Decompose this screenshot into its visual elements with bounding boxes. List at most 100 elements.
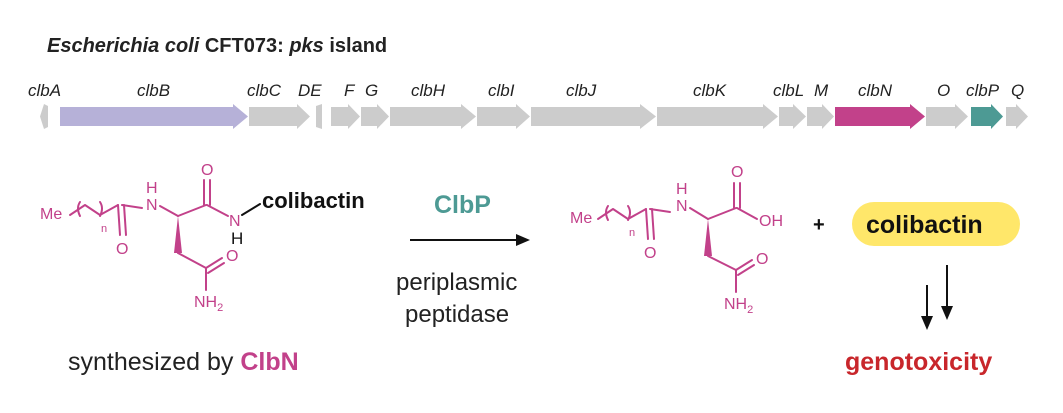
substrate-bond-cb bbox=[177, 252, 207, 269]
colibactin-highlight bbox=[852, 202, 1020, 246]
product-nh2: NH2 bbox=[724, 296, 753, 316]
gene-label-clbJ: clbJ bbox=[566, 81, 597, 100]
product-me: Me bbox=[570, 210, 592, 227]
genotox-arrow-right-head bbox=[941, 306, 953, 320]
gene-arrow-G bbox=[361, 104, 389, 129]
product-bond-n1 bbox=[649, 208, 671, 213]
substrate-amide-h: H bbox=[231, 229, 243, 248]
product-bond-c1 bbox=[627, 208, 647, 220]
gene-arrow-clbN bbox=[835, 104, 925, 129]
product-alkyl-chain bbox=[597, 208, 629, 220]
genotoxicity-label: genotoxicity bbox=[845, 348, 992, 376]
enzyme-desc-line1: periplasmic bbox=[396, 269, 517, 296]
gene-arrow-clbC bbox=[249, 104, 310, 129]
gene-arrow-Q bbox=[1006, 104, 1028, 129]
gene-label-G: G bbox=[365, 81, 378, 100]
colibactin-released-label: colibactin bbox=[866, 211, 983, 239]
gene-label-M: M bbox=[814, 81, 829, 100]
substrate-bond-colibactin bbox=[241, 203, 261, 216]
gene-label-clbN: clbN bbox=[858, 81, 893, 100]
substrate-repeat-bracket-left bbox=[77, 201, 81, 217]
gene-label-clbP: clbP bbox=[966, 81, 1000, 100]
substrate-nh-n: N bbox=[146, 197, 158, 214]
product-structure: Me n O H N O NH2 O OH bbox=[570, 164, 783, 316]
substrate-o-top: O bbox=[201, 162, 213, 179]
gene-label-O: O bbox=[937, 81, 950, 100]
gene-label-clbA: clbA bbox=[28, 81, 61, 100]
substrate-wedge bbox=[174, 216, 182, 253]
substrate-o-left: O bbox=[116, 241, 128, 258]
gene-arrow-clbB bbox=[60, 104, 248, 129]
substrate-bond-cc bbox=[177, 204, 207, 217]
synthesized-by-caption: synthesized by ClbN bbox=[68, 348, 299, 376]
substrate-structure: Me n O H N O NH2 O N H colibactin bbox=[40, 162, 365, 314]
product-o-left: O bbox=[644, 245, 656, 262]
substrate-alkyl-chain bbox=[69, 204, 101, 216]
gene-label-Q: Q bbox=[1011, 81, 1024, 100]
gene-arrow-F bbox=[331, 104, 360, 129]
product-bond-co-left-2 bbox=[651, 208, 655, 240]
gene-label-clbB: clbB bbox=[137, 81, 170, 100]
enzyme-label: ClbP bbox=[434, 191, 491, 219]
substrate-bond-amide bbox=[206, 204, 229, 217]
plus-sign: + bbox=[813, 214, 825, 236]
product-bond-side-co-2 bbox=[737, 264, 755, 276]
gene-label-clbC: clbC bbox=[247, 81, 282, 100]
substrate-nh2: NH2 bbox=[194, 294, 223, 314]
gene-label-clbK: clbK bbox=[693, 81, 727, 100]
product-repeat-bracket-left bbox=[605, 205, 609, 221]
product-bond-co-left bbox=[645, 208, 649, 240]
product-nh-n: N bbox=[676, 198, 688, 215]
gene-arrow-clbA bbox=[40, 104, 48, 129]
gene-label-clbH: clbH bbox=[411, 81, 446, 100]
gene-arrow-M bbox=[807, 104, 834, 129]
product-o-side: O bbox=[756, 251, 768, 268]
gene-arrow-clbP bbox=[971, 104, 1003, 129]
substrate-bond-side-co-2 bbox=[207, 262, 225, 274]
substrate-o-side: O bbox=[226, 248, 238, 265]
product-bond-ca bbox=[689, 207, 709, 220]
gene-arrow-DE bbox=[316, 104, 322, 129]
substrate-bond-c1 bbox=[99, 204, 119, 216]
substrate-nh-h: H bbox=[146, 180, 158, 197]
gene-label-DE: DE bbox=[298, 81, 322, 100]
product-bond-oh bbox=[736, 207, 758, 220]
substrate-n-subscript: n bbox=[101, 223, 107, 235]
substrate-me: Me bbox=[40, 206, 62, 223]
diagram-title: Escherichia coli CFT073: pks island bbox=[47, 35, 387, 57]
product-o-top: O bbox=[731, 164, 743, 181]
title-island-word: island bbox=[324, 35, 387, 57]
gene-arrow-clbJ bbox=[531, 104, 656, 129]
gene-arrow-clbK bbox=[657, 104, 778, 129]
substrate-bond-side-co bbox=[205, 257, 223, 269]
product-bond-side-co bbox=[735, 259, 753, 271]
substrate-bond-co-left-2 bbox=[123, 204, 127, 236]
product-oh: OH bbox=[759, 213, 783, 230]
product-wedge bbox=[704, 219, 712, 256]
product-bond-cb bbox=[707, 255, 737, 271]
synthesized-by-enzyme: ClbN bbox=[240, 348, 298, 376]
title-island-italic: pks bbox=[288, 35, 323, 57]
enzyme-desc-line2: peptidase bbox=[405, 301, 509, 328]
gene-cluster-map: clbA clbB clbC DE F G clbH clbI clbJ clb… bbox=[28, 81, 1028, 129]
substrate-bond-co-left bbox=[117, 204, 121, 236]
gene-arrow-O bbox=[926, 104, 968, 129]
product-nh-h: H bbox=[676, 181, 688, 198]
substrate-colibactin-label: colibactin bbox=[262, 188, 365, 213]
title-organism: Escherichia coli bbox=[47, 35, 200, 57]
gene-arrow-clbH bbox=[390, 104, 476, 129]
substrate-bond-n1 bbox=[121, 204, 143, 209]
product-n-subscript: n bbox=[629, 227, 635, 239]
substrate-bond-ca bbox=[159, 205, 179, 217]
gene-label-F: F bbox=[344, 81, 356, 100]
gene-arrow-clbL bbox=[779, 104, 806, 129]
synthesized-by-prefix: synthesized by bbox=[68, 348, 240, 376]
substrate-amide-n: N bbox=[229, 213, 241, 230]
product-bond-cc bbox=[707, 207, 737, 220]
gene-arrow-clbI bbox=[477, 104, 530, 129]
reaction-arrow-head bbox=[516, 234, 530, 246]
gene-label-clbL: clbL bbox=[773, 81, 804, 100]
title-strain: CFT073: bbox=[199, 35, 289, 57]
genotox-arrow-left-head bbox=[921, 316, 933, 330]
